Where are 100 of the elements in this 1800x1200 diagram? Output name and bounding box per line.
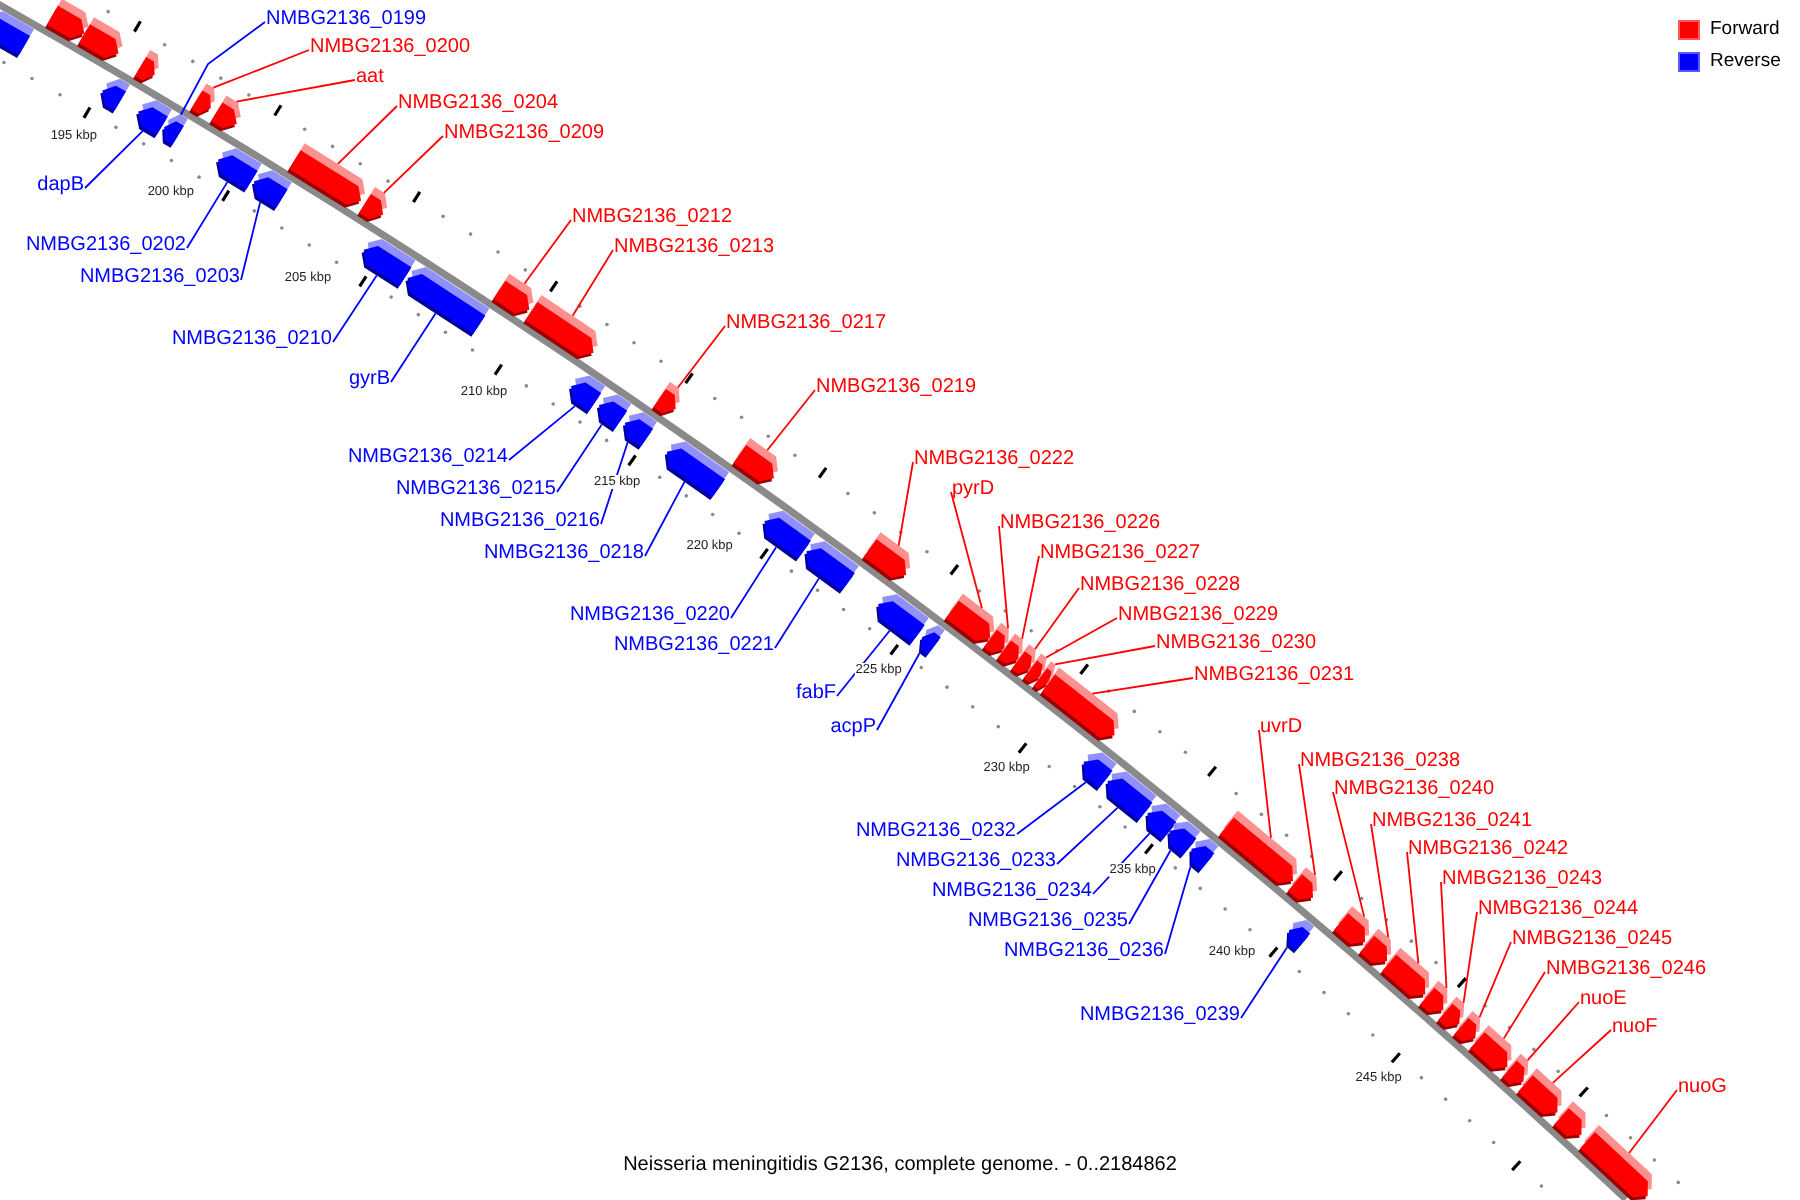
gene-block [1500, 1053, 1529, 1088]
leader-line [998, 525, 1009, 629]
gene-block [1286, 920, 1315, 954]
gene-label: dapB [37, 174, 84, 198]
gene-block [45, 0, 89, 42]
gene-label: NMBG2136_0228 [1080, 574, 1241, 598]
leader-line [390, 312, 437, 383]
gene-label: NMBG2136_0219 [816, 376, 977, 400]
leader-line [1128, 849, 1172, 925]
gene-block [918, 625, 945, 658]
leader-line [1034, 587, 1080, 650]
legend-label: Reverse [1710, 50, 1781, 74]
leader-line [179, 21, 266, 116]
gene-block [77, 17, 123, 62]
leader-line [571, 249, 614, 317]
gene-label: NMBG2136_0222 [914, 448, 1075, 472]
gene-block [1435, 996, 1465, 1031]
gene-label: NMBG2136_0215 [395, 478, 556, 502]
gene-label: NMBG2136_0203 [79, 266, 240, 290]
leader-line [84, 130, 144, 189]
leader-line [1298, 763, 1316, 876]
gene-label: NMBG2136_0204 [398, 92, 559, 116]
leader-line [186, 181, 229, 249]
leader-line [1370, 823, 1390, 939]
gene-label: NMBG2136_0212 [572, 206, 733, 230]
leader-line [508, 405, 576, 461]
gene-block [189, 83, 215, 117]
gene-label: NMBG2136_0226 [1000, 512, 1161, 536]
gene-block [0, 11, 35, 59]
leader-line [600, 441, 629, 525]
gene-label: aat [356, 66, 384, 90]
gene-label: NMBG2136_0230 [1156, 632, 1317, 656]
gene-block [762, 510, 815, 562]
leader-line [1628, 1089, 1678, 1154]
gene-label: NMBG2136_0210 [171, 328, 332, 352]
gene-block [1285, 867, 1317, 903]
leader-line [240, 201, 262, 281]
gene-label: NMBG2136_0241 [1372, 810, 1533, 834]
gene-block [133, 50, 159, 84]
leader-line [1016, 781, 1087, 835]
gene-label: gyrB [348, 368, 390, 392]
leader-line [1091, 677, 1194, 695]
leader-line [523, 219, 572, 285]
gene-label: NMBG2136_0214 [347, 446, 508, 470]
gene-block [1039, 667, 1119, 741]
leader-line [897, 461, 914, 547]
leader-line [1056, 806, 1119, 865]
leader-line [1240, 946, 1288, 1019]
gene-label: NMBG2136_0236 [1003, 940, 1164, 964]
gene-block [1578, 1125, 1652, 1200]
gene-label: nuoF [1612, 1016, 1658, 1040]
leader-line [1462, 911, 1478, 1004]
gene-label: NMBG2136_0239 [1079, 1004, 1240, 1028]
gene-label: NMBG2136_0245 [1512, 928, 1673, 952]
leader-line [1406, 851, 1420, 965]
leader-line [1502, 971, 1546, 1040]
gene-block [357, 187, 388, 222]
leader-line [1332, 791, 1366, 918]
leader-line [1478, 941, 1512, 1019]
leader-line [1551, 1029, 1612, 1084]
gene-block [523, 294, 598, 360]
legend-label: Forward [1710, 18, 1780, 42]
gene-label: NMBG2136_0244 [1478, 898, 1639, 922]
gene-label: NMBG2136_0229 [1118, 604, 1279, 628]
gene-label: fabF [795, 682, 836, 706]
leader-line [1440, 881, 1448, 989]
leader-line [332, 274, 378, 343]
gene-label: NMBG2136_0202 [25, 234, 186, 258]
gene-block [569, 375, 606, 415]
leader-line [337, 105, 398, 165]
gene-label: NMBG2136_0216 [439, 510, 600, 534]
gene-label: NMBG2136_0240 [1334, 778, 1495, 802]
gene-block [1516, 1068, 1562, 1117]
gene-label: nuoE [1580, 988, 1627, 1012]
leader-line [774, 577, 820, 649]
leader-line [235, 79, 356, 103]
leader-line [1054, 645, 1156, 666]
gene-block [622, 412, 658, 450]
gene-block [597, 394, 632, 432]
leader-line [1164, 865, 1192, 955]
leader-line [383, 135, 444, 194]
leader-line [730, 546, 777, 619]
gene-block [731, 438, 778, 485]
gene-label: NMBG2136_0246 [1546, 958, 1707, 982]
leader-line [644, 480, 686, 557]
gene-block [491, 273, 534, 317]
leader-line [876, 652, 921, 731]
gene-label: NMBG2136_0220 [569, 604, 730, 628]
leader-line [1526, 1001, 1580, 1062]
leader-line [836, 629, 891, 697]
gene-label: NMBG2136_0217 [726, 312, 887, 336]
gene-label: NMBG2136_0234 [931, 880, 1092, 904]
gene-label: NMBG2136_0218 [483, 542, 644, 566]
gene-label: NMBG2136_0209 [444, 122, 605, 146]
gene-label: NMBG2136_0235 [967, 910, 1128, 934]
gene-label: NMBG2136_0232 [855, 820, 1016, 844]
gene-block [1379, 947, 1430, 1000]
gene-block [100, 78, 130, 114]
gene-label: NMBG2136_0242 [1408, 838, 1569, 862]
gene-block [209, 95, 241, 132]
